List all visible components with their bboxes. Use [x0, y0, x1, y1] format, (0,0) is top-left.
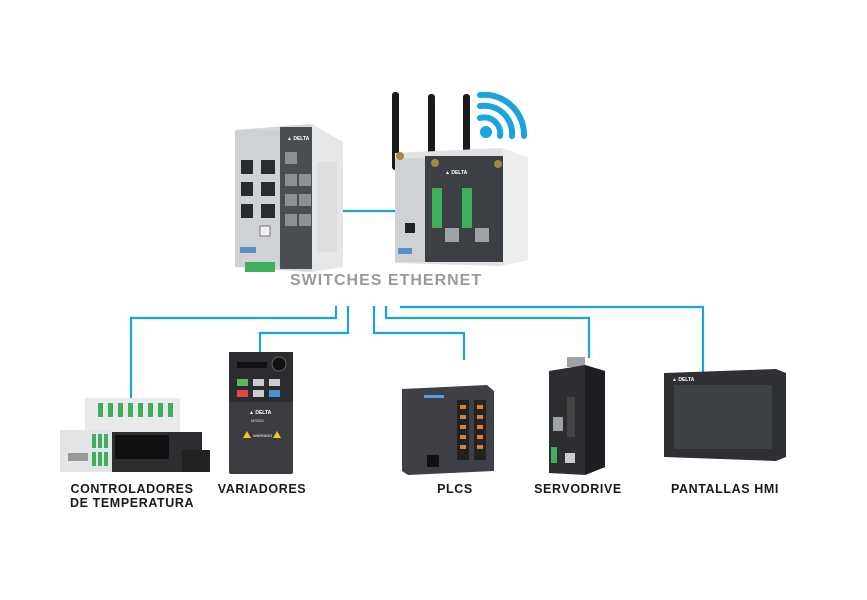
- hmi-panels-label: PANTALLAS HMI: [670, 482, 780, 496]
- svg-text:▲ DELTA: ▲ DELTA: [249, 410, 272, 416]
- svg-text:▲ DELTA: ▲ DELTA: [287, 136, 310, 142]
- servodrive-image: [545, 357, 607, 475]
- ethernet-switch: ▲ DELTA: [235, 122, 345, 272]
- hub-label: SWITCHES ETHERNET: [290, 272, 483, 289]
- svg-text:MS300: MS300: [251, 418, 264, 423]
- temperature-controllers-label: CONTROLADORES DE TEMPERATURA: [70, 482, 195, 510]
- svg-text:WARNING: WARNING: [253, 433, 272, 438]
- plc-image: [402, 385, 494, 475]
- temperature-controllers-image: [60, 398, 210, 473]
- wifi-icon: [472, 91, 528, 142]
- plcs-label: PLCS: [437, 482, 473, 496]
- wireless-switch: ▲ DELTA: [390, 88, 530, 266]
- antenna: [392, 92, 399, 170]
- wire-temperature-controllers: [129, 306, 338, 398]
- wire-plcs: [372, 306, 466, 360]
- wire-drives: [258, 306, 350, 352]
- svg-text:▲ DELTA: ▲ DELTA: [672, 377, 695, 383]
- drive-image: ▲ DELTA MS300 WARNING: [229, 352, 293, 474]
- servodrive-label: SERVODRIVE: [534, 482, 622, 496]
- svg-text:▲ DELTA: ▲ DELTA: [445, 170, 468, 176]
- drives-label: VARIADORES: [217, 482, 307, 496]
- wire-hmi-panels: [400, 305, 705, 374]
- wire-servodrive: [384, 306, 591, 358]
- hmi-panel-image: ▲ DELTA: [664, 369, 786, 461]
